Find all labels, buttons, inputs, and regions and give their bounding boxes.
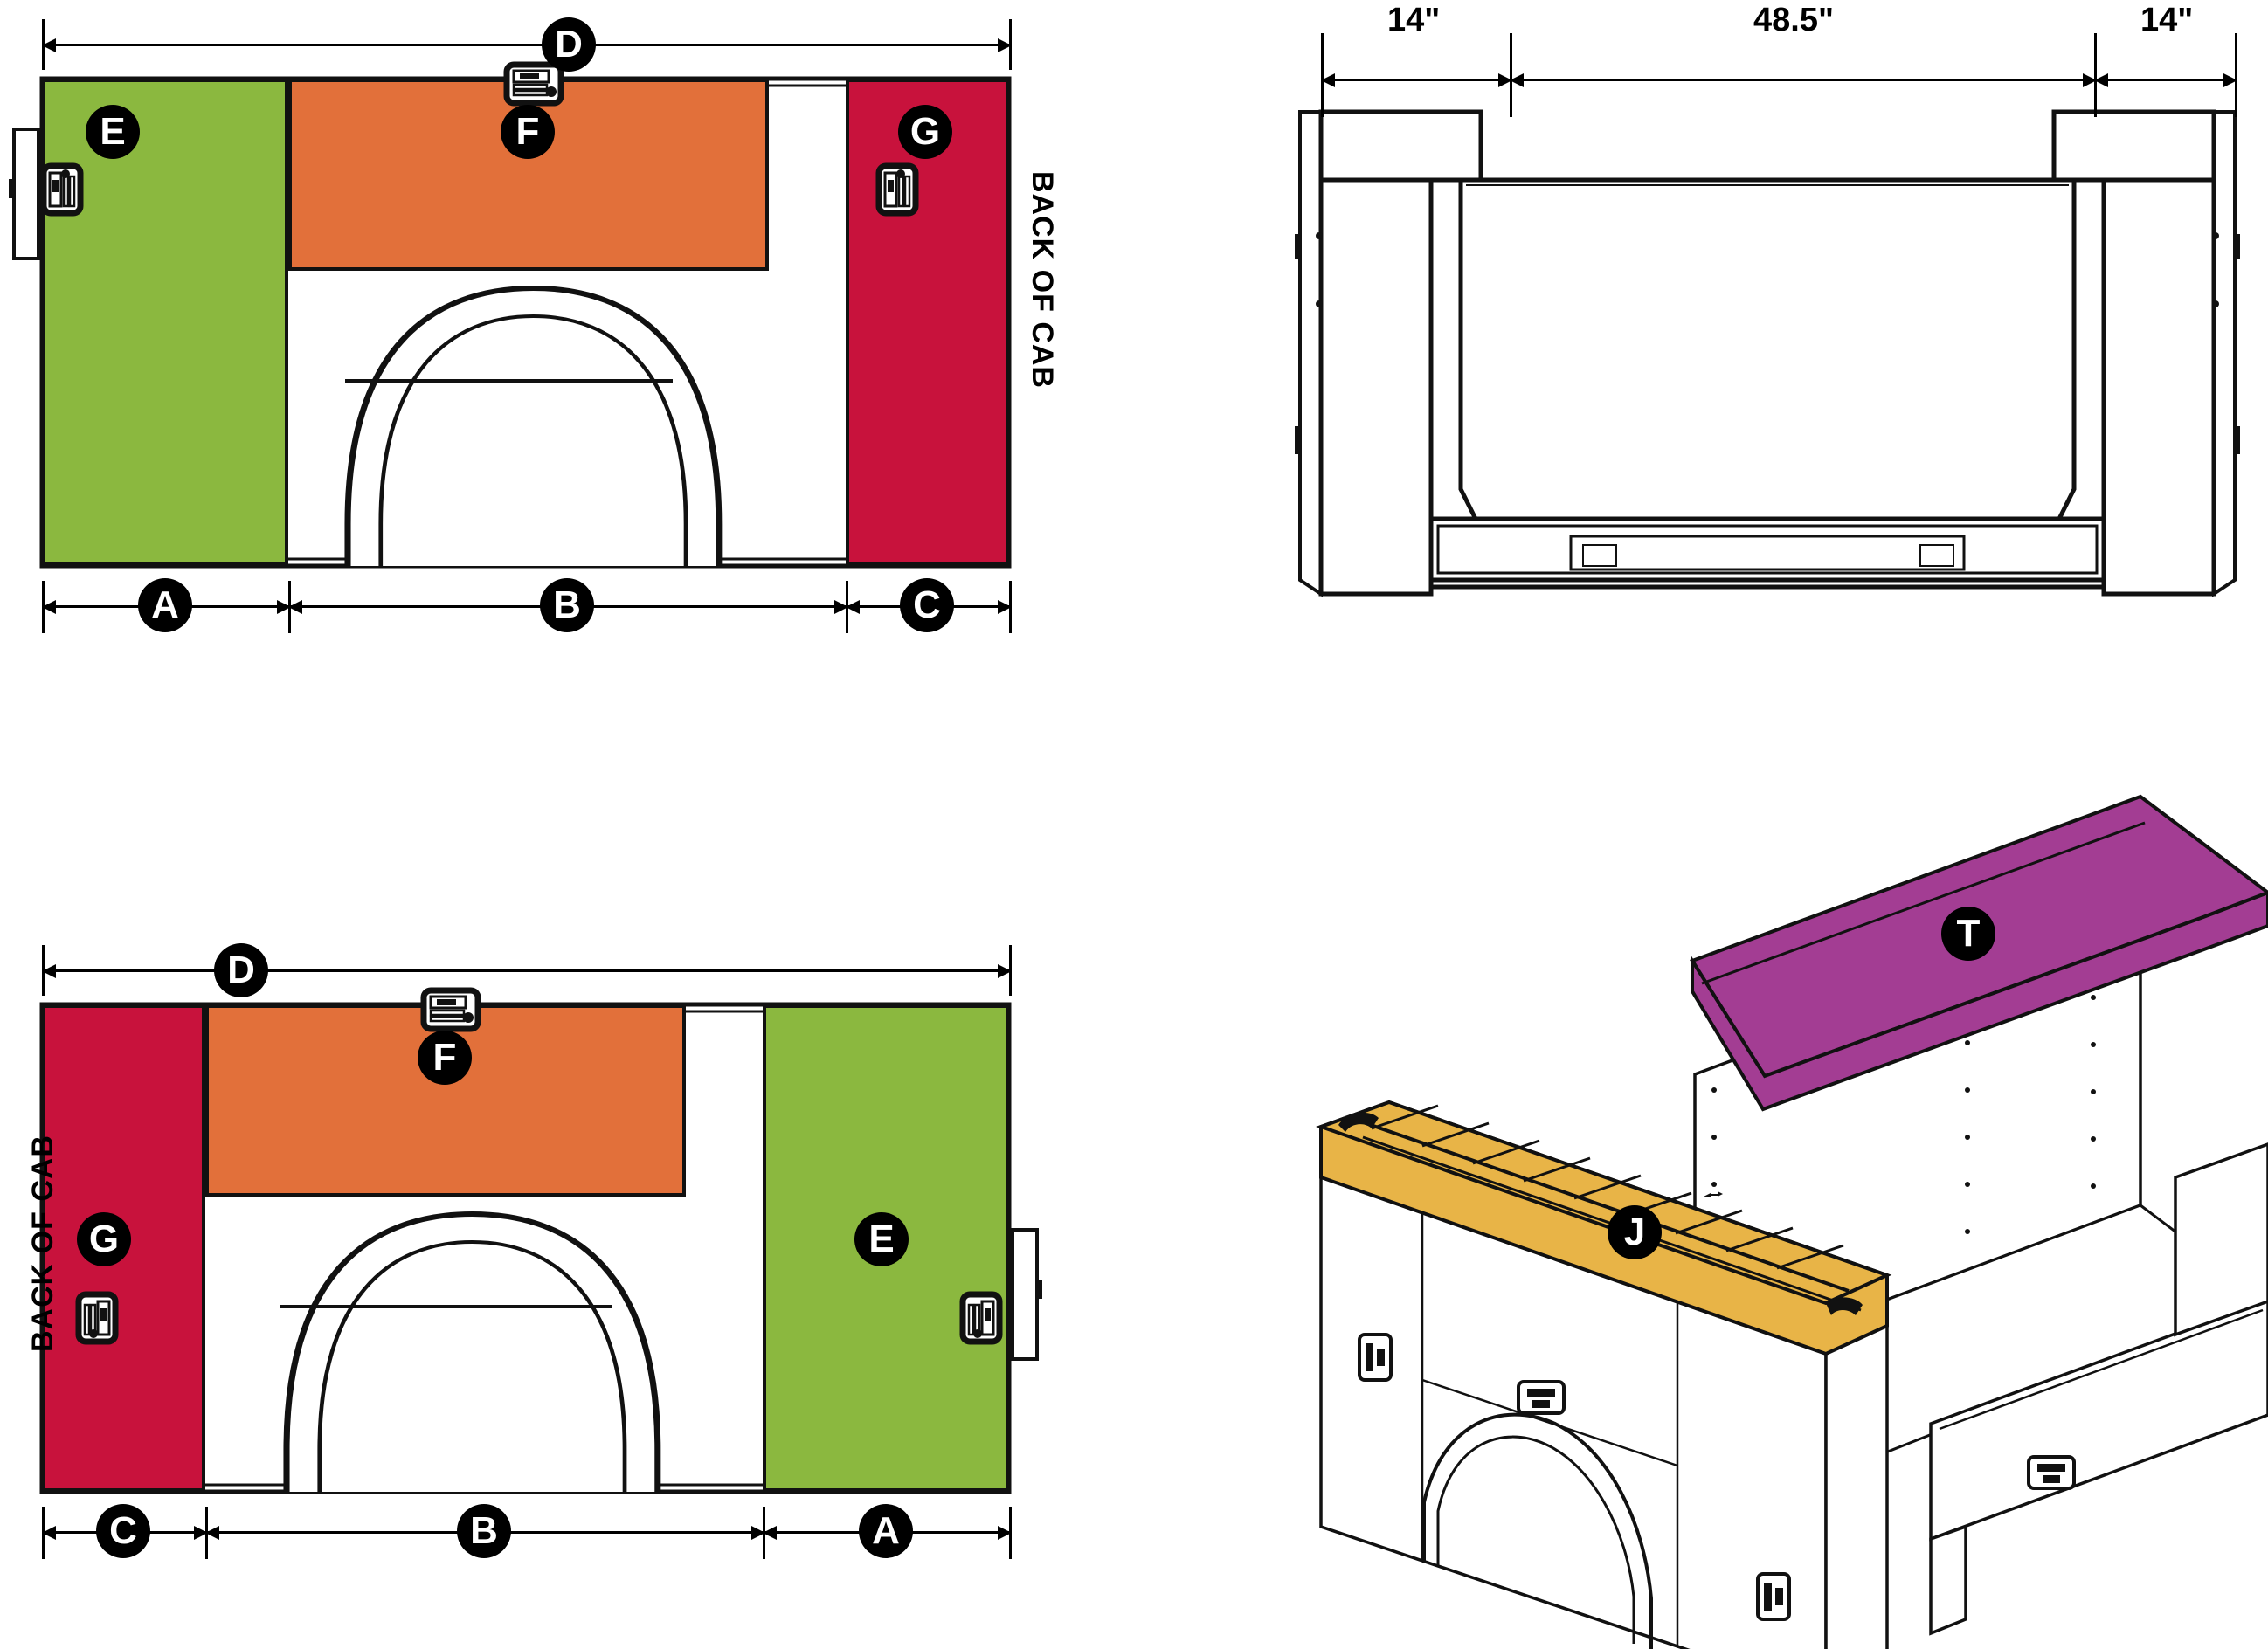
callout-badge-t: T bbox=[1941, 907, 1995, 961]
latch-icon-f-curb[interactable] bbox=[420, 987, 481, 1032]
dimension-badge-d: D bbox=[542, 17, 596, 72]
plan-dim-right-label: 14" bbox=[2140, 2, 2194, 38]
latch-icon-f[interactable] bbox=[503, 61, 564, 107]
compartment-badge-e-curb: E bbox=[854, 1212, 909, 1266]
latch-icon-e-curb[interactable] bbox=[959, 1291, 1003, 1345]
compartment-badge-f: F bbox=[501, 105, 555, 159]
dimension-badge-d-curb: D bbox=[214, 943, 268, 997]
callout-badge-j: J bbox=[1608, 1205, 1662, 1259]
street-side-elevation-view: D E F bbox=[0, 0, 1075, 664]
back-of-cab-label-curb-side: BACK OF CAB bbox=[26, 1135, 59, 1352]
dimension-badge-b-street-side: B bbox=[540, 578, 594, 632]
dimension-badge-a-curb-side: A bbox=[859, 1504, 913, 1558]
compartment-badge-g: G bbox=[898, 105, 952, 159]
isometric-geometry bbox=[1316, 794, 2268, 1649]
dimension-badge-b-curb-side: B bbox=[457, 1504, 511, 1558]
curb-side-elevation-view: D G F bbox=[0, 926, 1075, 1590]
plan-dim-center-label: 48.5" bbox=[1753, 2, 1834, 38]
plan-view-geometry bbox=[1295, 109, 2240, 597]
compartment-badge-e: E bbox=[86, 105, 140, 159]
compartment-badge-f-curb: F bbox=[418, 1031, 472, 1085]
latch-icon-e[interactable] bbox=[40, 162, 84, 217]
latch-icon-g[interactable] bbox=[875, 162, 919, 217]
dimension-badge-a-street-side: A bbox=[138, 578, 192, 632]
plan-dim-left-label: 14" bbox=[1387, 2, 1441, 38]
latch-icon-g-curb[interactable] bbox=[75, 1291, 119, 1345]
dimension-badge-c-curb-side: C bbox=[96, 1504, 150, 1558]
isometric-view: T J bbox=[1267, 794, 2268, 1649]
compartment-e-panel[interactable] bbox=[42, 79, 288, 566]
compartment-g-panel[interactable] bbox=[846, 79, 1009, 566]
compartment-badge-g-curb: G bbox=[77, 1212, 131, 1266]
dimension-badge-c-street-side: C bbox=[900, 578, 954, 632]
plan-view: 14" 48.5" 14" bbox=[1267, 0, 2268, 611]
back-of-cab-label-street-side: BACK OF CAB bbox=[1026, 171, 1059, 389]
